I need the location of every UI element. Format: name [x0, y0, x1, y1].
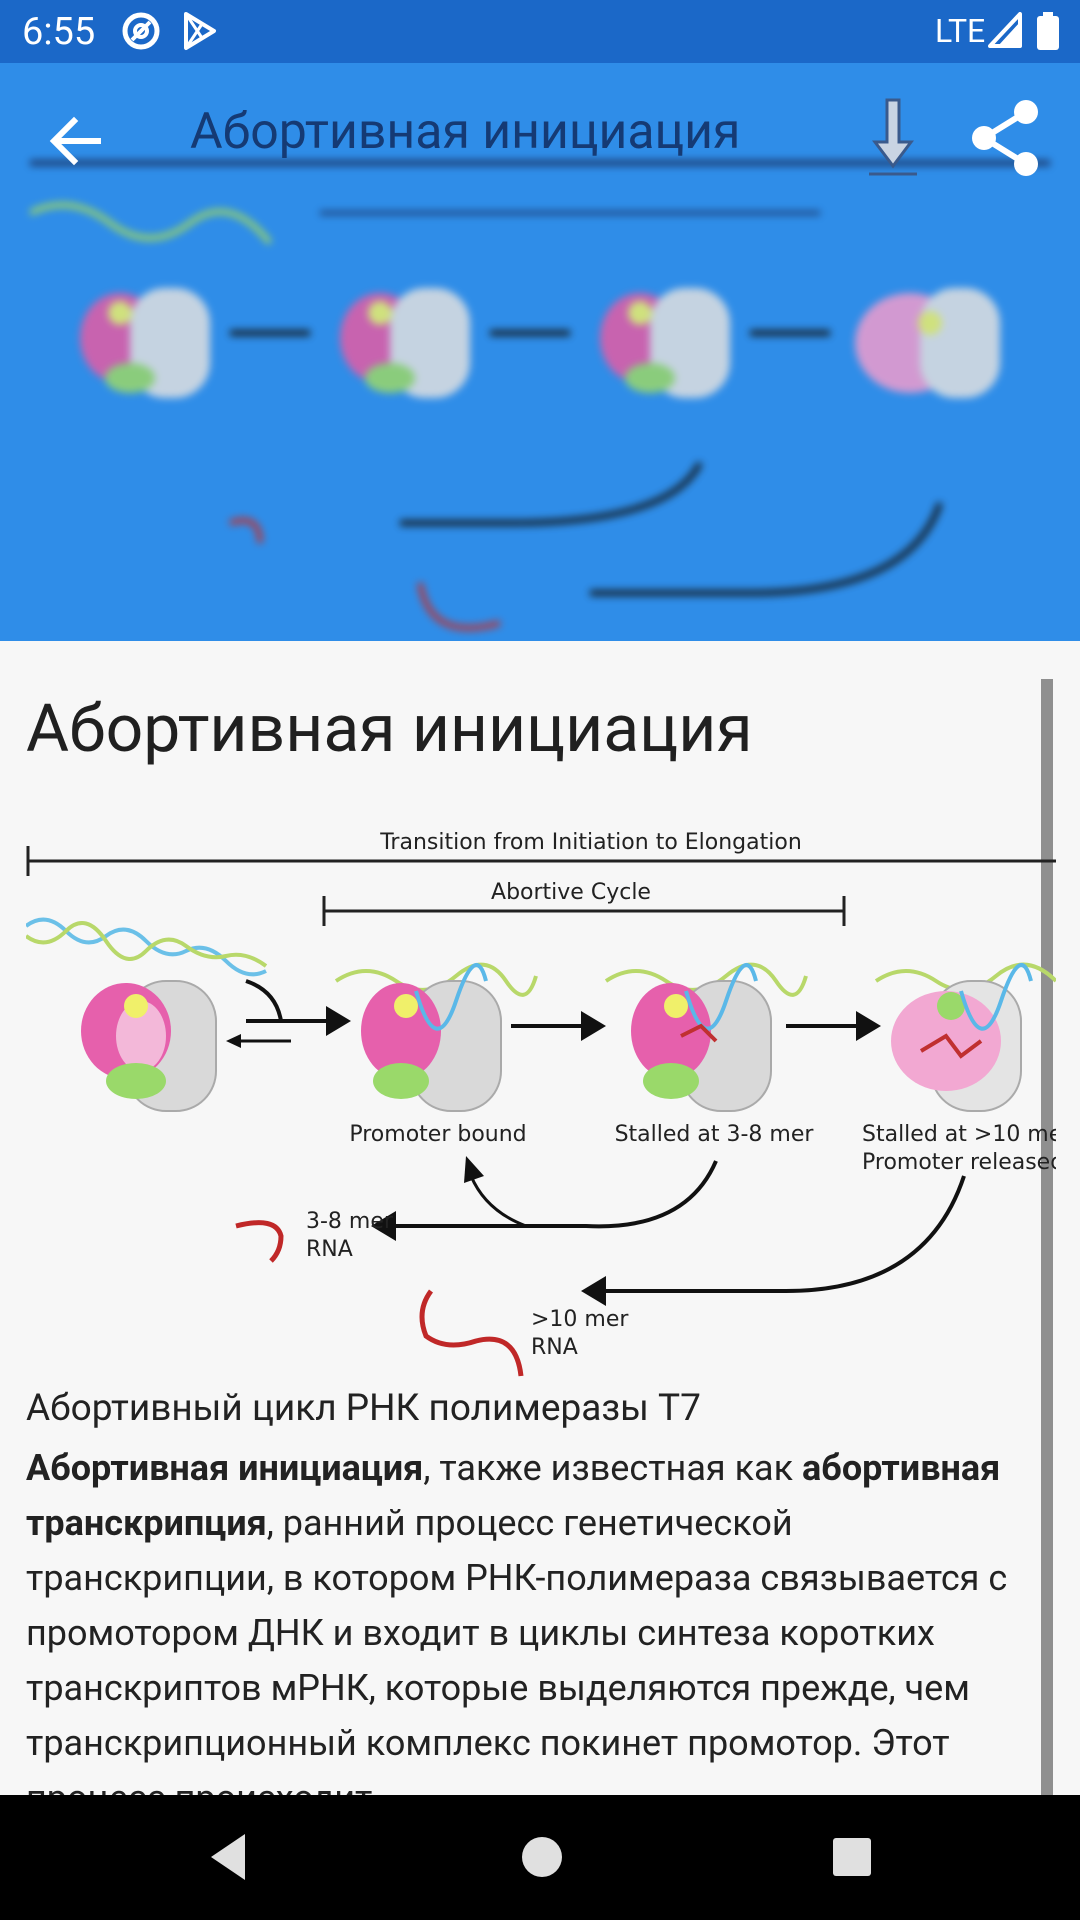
bold-term-1: Абортивная инициация — [26, 1447, 424, 1489]
share-icon[interactable] — [970, 98, 1042, 178]
signal-icon — [988, 12, 1022, 52]
status-bar: 6:55 LTE — [0, 0, 1080, 63]
battery-icon — [1037, 12, 1059, 54]
app-header: Абортивная инициация — [0, 63, 1080, 641]
figure-rna-long-line1: >10 mer — [531, 1307, 629, 1332]
figure-stage-3-line2: Promoter released — [862, 1150, 1056, 1175]
bold-term-2: абортивная транскрипция — [26, 1447, 1001, 1544]
figure-stage-3-line1: Stalled at >10 mer — [862, 1122, 1056, 1147]
back-triangle-icon[interactable] — [205, 1830, 255, 1888]
play-store-icon — [180, 10, 220, 56]
article-title: Абортивная инициация — [26, 691, 753, 768]
figure-rna-short-line2: RNA — [306, 1237, 353, 1262]
figure-cycle-label: Abortive Cycle — [491, 880, 651, 905]
scrollbar[interactable] — [1041, 679, 1053, 1795]
figure-rna-short-line1: 3-8 mer — [306, 1209, 394, 1234]
header-hero-image — [28, 83, 1050, 641]
figure-stage-1: Promoter bound — [349, 1122, 526, 1147]
home-circle-icon[interactable] — [520, 1830, 564, 1888]
navigation-bar — [0, 1795, 1080, 1920]
figure-top-label: Transition from Initiation to Elongation — [379, 831, 802, 855]
figure-stage-2: Stalled at 3-8 mer — [615, 1122, 815, 1147]
header-title: Абортивная инициация — [190, 103, 741, 161]
network-label: LTE — [935, 12, 986, 50]
status-time: 6:55 — [22, 10, 96, 54]
figure-image: Transition from Initiation to Elongation… — [24, 830, 1072, 1401]
article-content[interactable]: Абортивная инициация Transition from Ini… — [0, 641, 1080, 1795]
back-arrow-icon[interactable] — [40, 105, 112, 177]
body-text-2: , ранний процесс генетической транскрипц… — [26, 1502, 1008, 1795]
at-sign-icon — [120, 10, 162, 56]
article-body: Абортивная инициация, также известная ка… — [26, 1441, 1041, 1795]
figure-caption: Абортивный цикл РНК полимеразы T7 — [26, 1387, 701, 1430]
figure-rna-long-line2: RNA — [531, 1335, 578, 1360]
body-text-1: , также известная как — [423, 1447, 803, 1489]
recents-square-icon[interactable] — [830, 1830, 874, 1888]
download-icon[interactable] — [865, 98, 921, 178]
